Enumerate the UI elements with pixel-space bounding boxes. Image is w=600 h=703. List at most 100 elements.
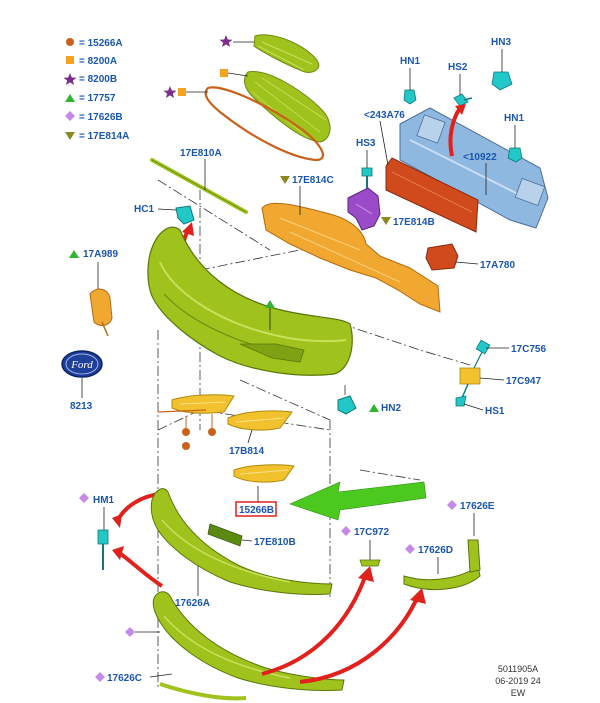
legend: = 15266A = 8200A = 8200B = 17757 = 17626… [63, 38, 129, 142]
diamond-icon [95, 672, 105, 682]
legend-item-8200b: = 8200B [63, 73, 117, 85]
legend-label: = 17757 [79, 93, 116, 104]
triangle-down-icon [280, 176, 290, 184]
star-icon [163, 86, 177, 98]
circle-icon [182, 428, 190, 436]
label-17c972[interactable]: 17C972 [354, 527, 389, 538]
triangle-up-icon [265, 300, 275, 308]
diagram-reference: 5011905A 06-2019 24 EW [495, 664, 541, 698]
label-hs3[interactable]: HS3 [356, 138, 376, 149]
label-17e810a[interactable]: 17E810A [180, 148, 222, 159]
side-trim-17626d [403, 539, 481, 591]
label-243a76[interactable]: <243A76 [364, 110, 405, 121]
diamond-icon [447, 500, 457, 510]
sensor-assembly [455, 339, 491, 407]
pushpin-hm1 [97, 529, 109, 570]
clip-hc1 [175, 205, 195, 225]
label-17a780[interactable]: 17A780 [480, 260, 515, 271]
diamond-icon [125, 627, 135, 637]
side-bracket-17e814b [347, 187, 381, 231]
lower-trim-strip-17e810b [207, 523, 243, 547]
label-8213[interactable]: 8213 [70, 401, 93, 412]
triangle-up-icon [65, 94, 75, 102]
label-15266b[interactable]: 15266B [239, 505, 274, 516]
label-17626c[interactable]: 17626C [107, 673, 142, 684]
diamond-icon [79, 493, 89, 503]
label-hm1[interactable]: HM1 [93, 495, 115, 506]
star-icon [219, 35, 233, 47]
fog-lamp-bezel-upper [157, 394, 235, 450]
label-hs2[interactable]: HS2 [448, 62, 468, 73]
arrow-head-icon [358, 566, 374, 582]
label-17626e[interactable]: 17626E [460, 501, 495, 512]
diamond-icon [65, 111, 75, 121]
reference-date: 06-2019 24 [495, 676, 541, 686]
red-arrow [299, 595, 420, 684]
bolt-hs3 [361, 167, 373, 188]
arrow-head-icon [410, 588, 426, 604]
label-17e814b[interactable]: 17E814B [393, 217, 435, 228]
red-arrow [116, 550, 164, 588]
clip-hn1-top [403, 89, 417, 105]
label-17626a[interactable]: 17626A [175, 598, 210, 609]
triangle-down-icon [381, 217, 391, 225]
star-icon [63, 73, 77, 85]
energy-absorber [385, 157, 479, 233]
red-arrow [448, 106, 462, 157]
upper-grille [253, 34, 320, 73]
legend-label: = 8200A [79, 56, 117, 67]
label-hn2[interactable]: HN2 [381, 403, 401, 414]
highlight-box [235, 501, 277, 517]
grille-surround-trim [204, 86, 324, 162]
square-icon [220, 69, 228, 77]
label-17b814[interactable]: 17B814 [229, 446, 264, 457]
lower-grille [244, 71, 331, 143]
label-10922[interactable]: <10922 [463, 152, 497, 163]
upper-trim-strip [150, 158, 248, 214]
label-17a989[interactable]: 17A989 [83, 249, 118, 260]
sensor-bracket-17a989 [89, 288, 113, 337]
clip-hn1-right [507, 147, 523, 163]
fog-lamp-bezel-15266b [233, 464, 295, 483]
square-icon [66, 56, 74, 64]
label-hn1-right[interactable]: HN1 [504, 113, 524, 124]
bracket-17c972 [359, 559, 381, 567]
arrow-head-icon [112, 514, 122, 528]
circle-icon [208, 428, 216, 436]
label-hs1[interactable]: HS1 [485, 406, 505, 417]
diamond-icon [405, 544, 415, 554]
label-17c756[interactable]: 17C756 [511, 344, 546, 355]
arrow-head-icon [182, 222, 194, 236]
square-icon [178, 88, 186, 96]
legend-label: = 17626B [79, 112, 123, 123]
arrow-head-icon [112, 546, 124, 560]
label-17e814c[interactable]: 17E814C [292, 175, 334, 186]
reference-initials: EW [511, 688, 526, 698]
ford-logo-text: Ford [70, 359, 93, 371]
label-hn1-top[interactable]: HN1 [400, 56, 420, 67]
clip-hn3 [491, 71, 513, 91]
legend-item-17757: = 17757 [65, 93, 116, 104]
label-17c947[interactable]: 17C947 [506, 376, 541, 387]
label-17e810b[interactable]: 17E810B [254, 537, 296, 548]
circle-icon [182, 442, 190, 450]
assembly-lines [157, 179, 471, 690]
label-17626d[interactable]: 17626D [418, 545, 453, 556]
bumper-reinforcement-beam [399, 107, 549, 229]
upper-bracket [261, 202, 441, 313]
red-arrow [261, 573, 368, 676]
clip-hn2 [337, 395, 357, 415]
label-hn3[interactable]: HN3 [491, 37, 511, 48]
bottom-trim-strip [159, 682, 247, 701]
arrow-head-icon [455, 104, 466, 115]
legend-item-17e814a: = 17E814A [65, 131, 129, 142]
label-hc1[interactable]: HC1 [134, 204, 154, 215]
triangle-down-icon [65, 132, 75, 140]
ford-emblem: Ford [61, 350, 103, 378]
bolt-hs2 [453, 93, 473, 107]
triangle-up-icon [69, 250, 79, 258]
legend-item-15266a: = 15266A [66, 38, 123, 49]
bracket-17a780 [425, 243, 459, 271]
legend-item-8200a: = 8200A [66, 56, 117, 67]
